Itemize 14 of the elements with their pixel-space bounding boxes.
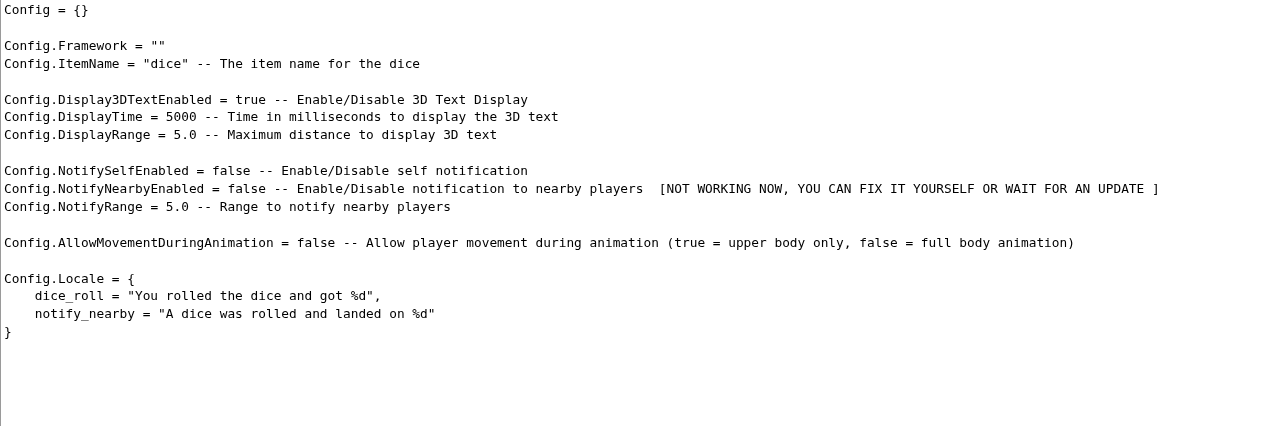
code-line: Config.Display3DTextEnabled = true -- Enable/Disable 3D Text Display [4,90,528,108]
code-line: Config.ItemName = "dice" -- The item name for the dice [4,54,421,72]
code-line: Config.Locale = { [4,269,135,287]
code-line: Config.DisplayRange = 5.0 -- Maximum distance to display 3D text [4,126,498,144]
code-line: Config = {} [4,1,89,18]
code-line: Config.NotifyNearbyEnabled = false -- Enable/Disable notification to nearby players [NOT WORKING NOW, YOU CAN FIX IT YOURSELF OR WAIT FOR AN UPDATE ] [4,180,1160,197]
code-line: notify_nearby = "A dice was rolled and landed on %d" [34,305,436,323]
code-line: Config.Framework = "" [4,36,166,54]
code-line: Config.NotifySelfEnabled = false -- Enable/Disable self notification [4,162,528,180]
code-line: Config.DisplayTime = 5000 -- Time in milliseconds to display the 3D text [4,108,559,126]
code-line: Config.AllowMovementDuringAnimation = false -- Allow player movement during animation (true = upper body only, false = full body animation) [4,233,1075,251]
code-line: } [4,323,12,341]
code-line: Config.NotifyRange = 5.0 -- Range to notify nearby players [4,197,451,215]
code-line: dice_roll = "You rolled the dice and got %d", [34,287,382,305]
